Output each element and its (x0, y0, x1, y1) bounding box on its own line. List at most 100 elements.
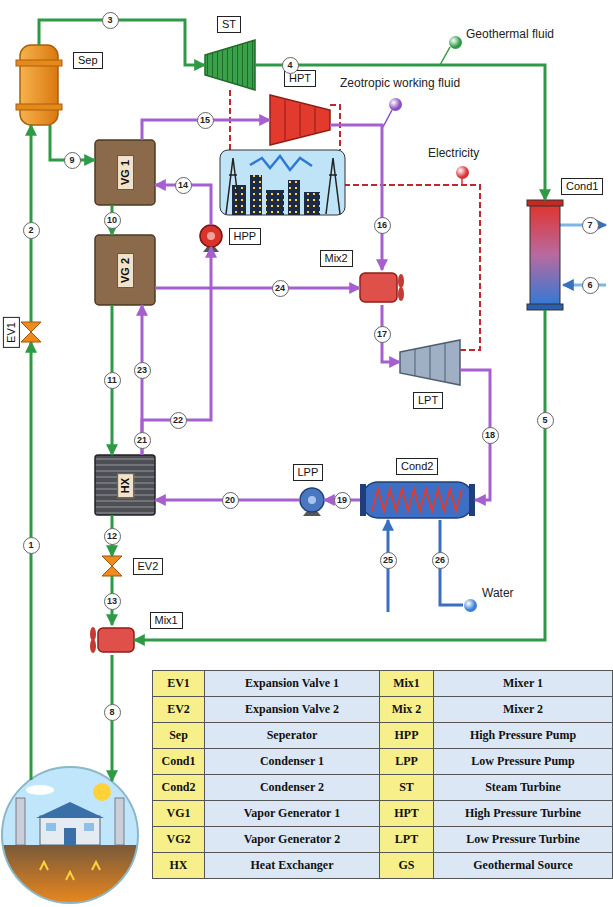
pipe-connector (39, 20, 205, 65)
low-pressure-turbine-symbol (415, 349, 416, 376)
table-text: Geothermal Source (473, 858, 572, 873)
table-cell: Geothermal Source (433, 852, 613, 879)
callout-number: 23 (134, 362, 151, 379)
table-cell: EV1 (152, 670, 205, 697)
state-number: 26 (435, 555, 445, 565)
table-text: GS (398, 858, 414, 873)
state-number: 25 (383, 555, 393, 565)
table-text: High Pressure Pump (470, 728, 576, 743)
table-text: Low Pressure Pump (471, 754, 575, 769)
table-cell: Cond1 (152, 748, 205, 775)
component: Cond1 (527, 200, 563, 310)
callout-number: 19 (334, 492, 351, 509)
vapor-generator-symbol (95, 140, 155, 305)
geothermal-source-illustration (0, 845, 140, 907)
callout-number: 15 (197, 112, 214, 129)
table-cell: High Pressure Turbine (433, 800, 613, 827)
state-number: 24 (275, 283, 285, 293)
component: EV1 (21, 322, 41, 342)
legend-label: Electricity (428, 146, 479, 160)
callout-number: 22 (170, 412, 187, 429)
component-name: ST (222, 18, 236, 30)
component-label: Cond1 (561, 178, 603, 195)
pump-symbol (200, 225, 324, 516)
table-cell: LPP (379, 748, 434, 775)
table-text: Vapor Generator 1 (244, 806, 340, 821)
separator-symbol (16, 45, 62, 125)
component-label: EV2 (133, 558, 164, 575)
pipe (30, 342, 33, 780)
callout-number: 13 (104, 593, 121, 610)
callout-number: 7 (582, 217, 599, 234)
callout-number: 8 (104, 704, 121, 721)
table-text: Condenser 1 (260, 754, 324, 769)
condenser-symbol (360, 484, 366, 516)
geothermal-source-illustration (115, 798, 124, 845)
component: HX (95, 455, 155, 515)
heat-exchanger-symbol (95, 455, 155, 515)
state-number: 9 (69, 155, 74, 165)
state-number: 16 (377, 220, 387, 230)
legend-text: Water (482, 586, 514, 600)
component-label: Sep (73, 52, 103, 69)
component-label: LPP (293, 464, 324, 481)
table-text: Heat Exchanger (251, 858, 334, 873)
table-cell: Cond2 (152, 774, 205, 801)
table-text: LPP (395, 754, 418, 769)
table-text: Mix 2 (392, 702, 422, 717)
callout-number: 16 (374, 217, 391, 234)
legend-swatch (456, 166, 469, 179)
geothermal-source-illustration (93, 783, 111, 801)
table-cell: Mixer 2 (433, 696, 613, 723)
component-label: Mix1 (150, 612, 183, 629)
table-text: Cond2 (161, 780, 195, 795)
state-number: 6 (587, 280, 592, 290)
callout-number: 2 (23, 222, 40, 239)
table-cell: High Pressure Pump (433, 722, 613, 749)
low-pressure-turbine-symbol (400, 340, 460, 385)
table-cell: Low Pressure Pump (433, 748, 613, 775)
component-name: LPT (418, 394, 438, 406)
component-label: HX (117, 472, 134, 497)
pump-symbol (200, 225, 222, 247)
component-name: EV2 (138, 560, 159, 572)
state-number: 23 (137, 365, 147, 375)
table-cell: Mix1 (379, 670, 434, 697)
component: LPT (400, 340, 460, 385)
geothermal-source-illustration (46, 823, 56, 831)
component: LPP (300, 488, 324, 512)
pump-symbol (308, 496, 316, 504)
state-number: 12 (107, 531, 117, 541)
callout-number: 3 (102, 12, 119, 29)
component: Mix1 (90, 625, 134, 655)
mixer-symbol (398, 274, 404, 288)
geothermal-source-illustration (0, 765, 140, 847)
vapor-generator-symbol (95, 140, 155, 205)
condenser-symbol (527, 304, 563, 310)
condenser-symbol (530, 204, 560, 306)
component: VG 1 (95, 140, 155, 205)
legend-label: Zeotropic working fluid (340, 76, 460, 90)
table-text: Seperator (267, 728, 318, 743)
city-illustration (220, 150, 345, 215)
table-text: LPT (395, 832, 418, 847)
table-cell: Sep (152, 722, 205, 749)
pump-symbol (300, 488, 324, 512)
callout-number: 11 (104, 372, 121, 389)
callout-number: 14 (175, 177, 192, 194)
separator-symbol (16, 104, 62, 110)
mixer-symbol (90, 273, 404, 653)
low-pressure-turbine-symbol (400, 340, 460, 385)
component-label: ST (217, 16, 241, 33)
component-name: Mix2 (325, 252, 348, 264)
callout-number: 9 (64, 152, 81, 169)
mixer-symbol (360, 273, 397, 302)
state-number: 13 (107, 596, 117, 606)
table-text: VG1 (167, 806, 191, 821)
expansion-valve-symbol (21, 322, 41, 332)
table-text: Steam Turbine (485, 780, 561, 795)
state-number: 19 (337, 495, 347, 505)
heat-exchanger-symbol (95, 455, 155, 515)
low-pressure-turbine-symbol (430, 346, 431, 379)
